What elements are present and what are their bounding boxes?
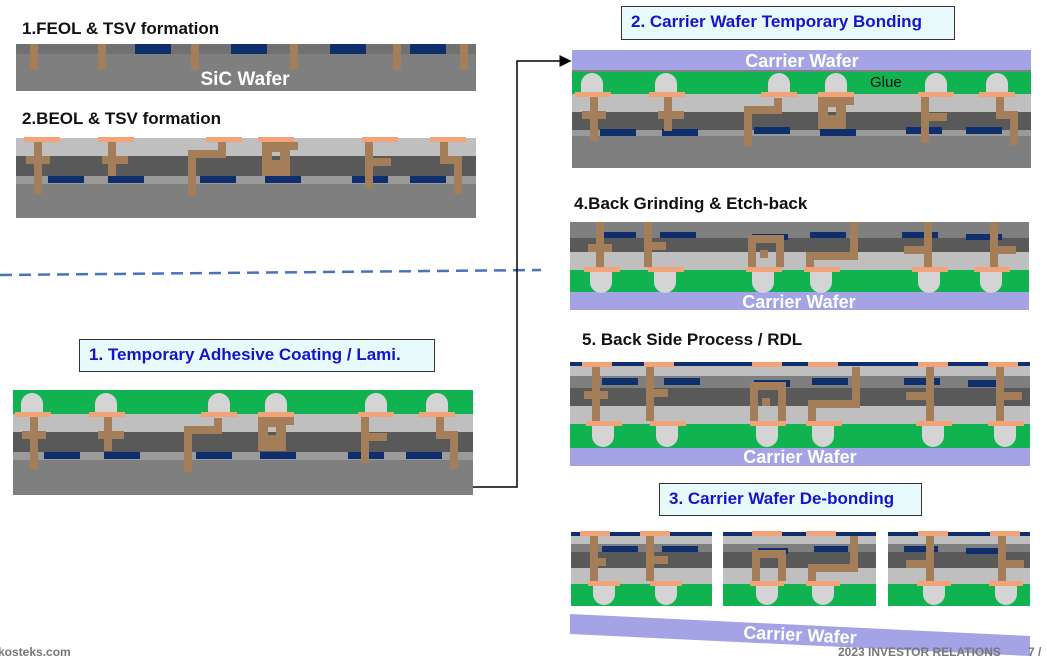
step-temp-adhesive-label: 1. Temporary Adhesive Coating / Lami. bbox=[89, 345, 401, 364]
flow-arrow bbox=[473, 55, 572, 488]
backside-rdl-stack bbox=[570, 362, 1030, 466]
step-temp-bonding-box: 2. Carrier Wafer Temporary Bonding bbox=[621, 6, 955, 40]
carrier-wafer-label-debond: Carrier Wafer bbox=[743, 622, 857, 647]
carrier-wafer-label-rdl: Carrier Wafer bbox=[743, 447, 856, 467]
step-temp-bonding-label: 2. Carrier Wafer Temporary Bonding bbox=[631, 12, 922, 31]
footer-site: kosteks.com bbox=[0, 645, 71, 659]
back-grinding-stack bbox=[570, 222, 1029, 310]
tilted-carrier-wafer bbox=[570, 614, 1030, 656]
process-divider-line bbox=[0, 268, 542, 277]
debonded-die-1 bbox=[571, 531, 712, 606]
debonded-dies bbox=[570, 531, 1030, 656]
step-feol-title: 1.FEOL & TSV formation bbox=[22, 19, 220, 38]
carrier-wafer-label-bonding: Carrier Wafer bbox=[745, 51, 858, 71]
step-debonding-label: 3. Carrier Wafer De-bonding bbox=[669, 489, 895, 508]
sic-wafer-label: SiC Wafer bbox=[200, 69, 290, 90]
step-beol-title: 2.BEOL & TSV formation bbox=[22, 109, 221, 128]
beol-wafer-cross-section bbox=[16, 137, 476, 218]
feol-wafer-cross-section bbox=[16, 44, 476, 91]
step-temp-adhesive-box: 1. Temporary Adhesive Coating / Lami. bbox=[79, 339, 435, 372]
debonded-die-2 bbox=[723, 531, 876, 606]
adhesive-coated-wafer bbox=[13, 390, 473, 495]
temporary-bonded-stack bbox=[572, 50, 1031, 168]
step-debonding-box: 3. Carrier Wafer De-bonding bbox=[659, 483, 922, 516]
footer-investor-relations: 2023 INVESTOR RELATIONS bbox=[838, 645, 1001, 659]
step-back-grinding-title: 4.Back Grinding & Etch-back bbox=[574, 194, 808, 213]
footer-page-number: 7 / bbox=[1028, 645, 1042, 659]
step-back-side-title: 5. Back Side Process / RDL bbox=[582, 330, 803, 349]
debonded-die-3 bbox=[888, 531, 1030, 606]
carrier-wafer-label-grinding: Carrier Wafer bbox=[742, 292, 855, 312]
glue-label: Glue bbox=[870, 74, 902, 91]
